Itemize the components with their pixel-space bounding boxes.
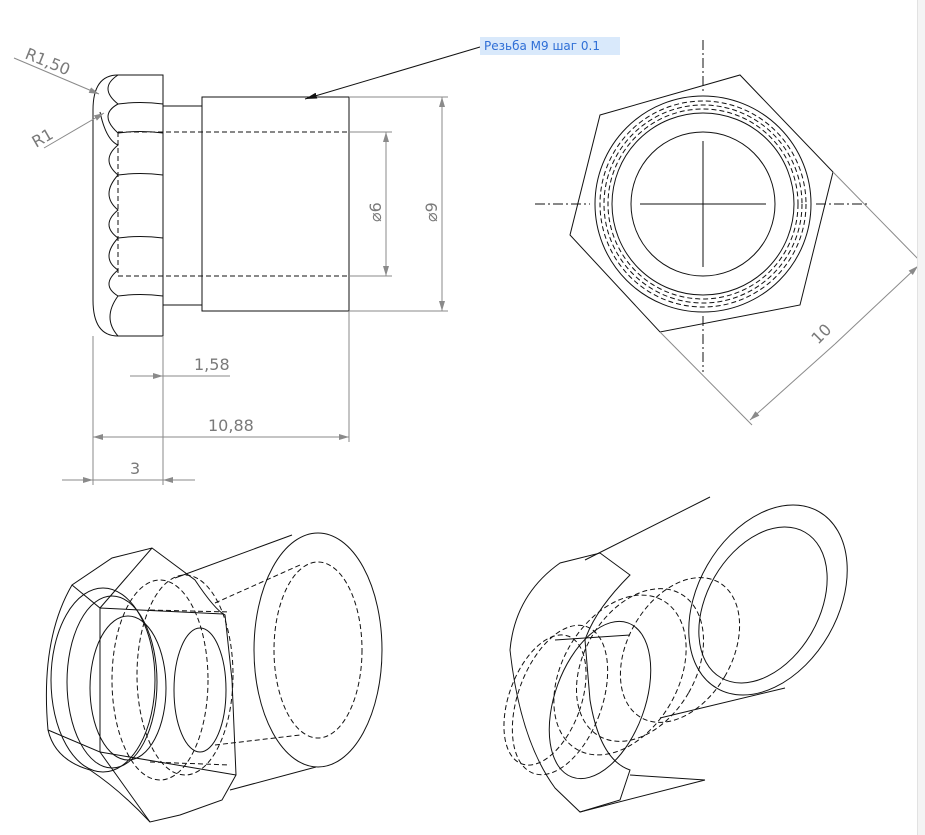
- total-length-label: 10,88: [208, 416, 254, 435]
- radius-dimensions: R1,50 R1: [13, 44, 105, 151]
- length-dimensions: 1,58 10,88 3: [62, 311, 350, 485]
- radius-inner-label: R1: [29, 124, 57, 151]
- vertical-scrollbar[interactable]: [917, 0, 925, 835]
- diameter-dimensions: ⌀6 ⌀9: [349, 96, 448, 312]
- isometric-view-right: [503, 496, 848, 813]
- isometric-view-left: [45, 532, 383, 823]
- outer-diameter-label: ⌀9: [422, 202, 441, 222]
- head-length-label: 3: [130, 459, 140, 478]
- end-view: [535, 40, 870, 372]
- thread-note-text: Резьба М9 шаг 0.1: [484, 39, 600, 53]
- step-length-label: 1,58: [194, 355, 230, 374]
- across-flats-label: 10: [807, 320, 835, 348]
- note-background: [480, 37, 620, 55]
- radius-outer-label: R1,50: [23, 44, 73, 79]
- thread-note: Резьба М9 шаг 0.1: [304, 37, 620, 100]
- inner-diameter-label: ⌀6: [366, 202, 385, 222]
- side-view: [92, 74, 350, 337]
